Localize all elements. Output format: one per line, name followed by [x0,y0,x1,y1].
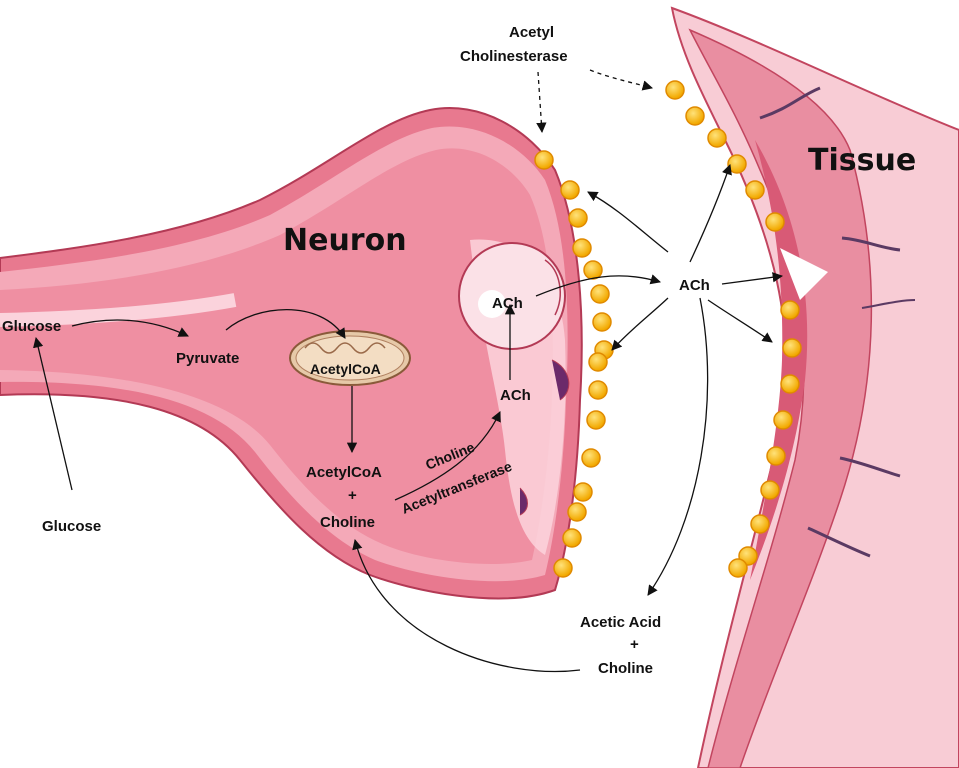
receptor-site [780,248,828,300]
tissue-label: Tissue [808,143,916,178]
yellow-dot-icon [573,482,593,502]
acetic-acid-label: Acetic Acid [580,614,661,631]
plus-sign-2: + [630,636,639,653]
yellow-dot-icon [685,106,705,126]
acetylcholinesterase-dots [534,80,802,578]
yellow-dot-icon [592,312,612,332]
arrow-ach-receptor [721,272,784,285]
yellow-dot-icon [567,502,587,522]
yellow-dot-icon [707,128,727,148]
yellow-dot-icon [745,180,765,200]
yellow-dot-icon [765,212,785,232]
yellow-dot-icon [562,528,582,548]
yellow-dot-icon [773,410,793,430]
arrow-release [535,274,661,297]
ach-vesicle-label: ACh [492,295,523,312]
yellow-dot-icon [588,352,608,372]
mitochondrion-icon [289,330,411,386]
arrow-glucose-pyruvate [71,319,189,337]
vesicle-icon [458,242,566,350]
yellow-dot-icon [581,448,601,468]
yellow-dot-icon [588,380,608,400]
arrow-hydrolysis [647,297,709,596]
choline-label: Choline [320,514,375,531]
arrow-pyruvate-mito [225,309,346,339]
yellow-dot-icon [572,238,592,258]
arrow-choline-reuptake [352,538,581,673]
arrow-ach-up-tissue [689,164,732,263]
arrow-synthesis [394,411,501,501]
yellow-dot-icon [560,180,580,200]
yellow-dot-icon [760,480,780,500]
yellow-dot-icon [782,338,802,358]
acetylcoa-mito-label: AcetylCoA [310,361,381,377]
yellow-dot-icon [586,410,606,430]
arrow-ache-dashed-2 [589,69,654,91]
yellow-dot-icon [728,558,748,578]
yellow-dot-icon [568,208,588,228]
acetylcoa-label: AcetylCoA [306,464,382,481]
yellow-dot-icon [553,558,573,578]
ache-label-line2: Cholinesterase [460,48,568,65]
yellow-dot-icon [780,300,800,320]
arrow-ache-dashed-1 [536,71,547,134]
yellow-dot-icon [583,260,603,280]
tissue: Tissue [670,6,959,768]
yellow-dot-icon [534,150,554,170]
plus-sign-1: + [348,487,357,504]
yellow-dot-icon [750,514,770,534]
ach-cleft-label: ACh [679,277,710,294]
pyruvate-label: Pyruvate [176,350,239,367]
yellow-dot-icon [727,154,747,174]
arrow-ach-to-enzyme-top [587,191,669,253]
yellow-dot-icon [590,284,610,304]
ach-terminal-label: ACh [500,387,531,404]
glucose-axon-label: Glucose [2,318,61,335]
yellow-dot-icon [665,80,685,100]
arrow-ach-down-tissue [707,299,773,343]
yellow-dot-icon [766,446,786,466]
choline-recycled-label: Choline [598,660,653,677]
ache-label-line1: Acetyl [509,24,554,41]
arrow-glucose-uptake [33,336,73,491]
neuron-label: Neuron [283,223,407,258]
glucose-outside-label: Glucose [42,518,101,535]
arrow-ach-to-enzyme-mid [611,297,669,351]
arrows [33,69,784,673]
yellow-dot-icon [780,374,800,394]
